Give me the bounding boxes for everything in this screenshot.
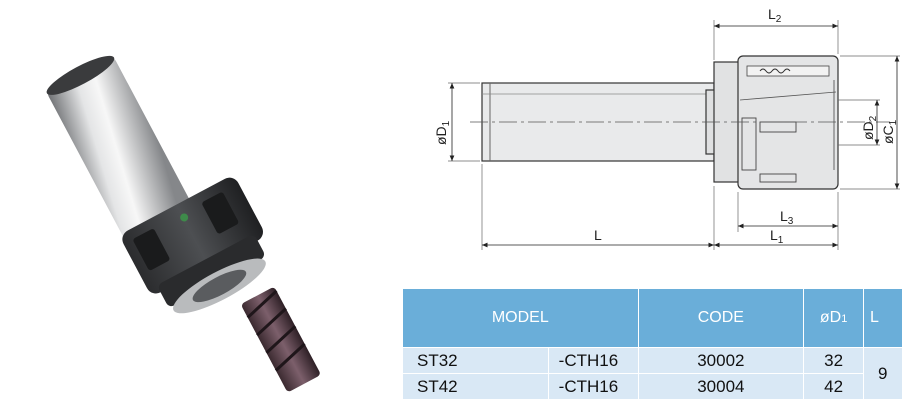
cell-suffix: -CTH16 bbox=[547, 373, 639, 400]
end-mill-cutter bbox=[242, 287, 320, 392]
cell-series: ST42 bbox=[402, 373, 549, 400]
cell-code: 30004 bbox=[637, 373, 805, 400]
cell-suffix: -CTH16 bbox=[547, 347, 639, 374]
table-header-row: MODEL CODE øD1 L bbox=[402, 288, 903, 348]
header-code: CODE bbox=[637, 288, 805, 348]
table-row: ST42 -CTH16 30004 42 bbox=[402, 373, 903, 400]
chuck-body bbox=[122, 177, 266, 314]
header-l: L bbox=[863, 288, 903, 348]
label-D1: øD1 bbox=[433, 120, 452, 145]
cell-d1: 32 bbox=[803, 347, 865, 374]
cell-series: ST32 bbox=[402, 347, 549, 374]
header-model: MODEL bbox=[402, 288, 639, 348]
technical-drawing: L2 L3 L1 L øD1 øD2 øC1 bbox=[433, 6, 900, 250]
label-L1: L1 bbox=[770, 227, 784, 246]
table-row: ST32 -CTH16 30002 32 9 bbox=[402, 347, 903, 400]
label-D2: øD2 bbox=[860, 115, 879, 140]
cell-l-merged: 9 bbox=[863, 347, 903, 400]
label-L: L bbox=[594, 227, 602, 243]
header-d1: øD1 bbox=[803, 288, 865, 348]
product-photo bbox=[46, 55, 320, 392]
label-C1: øC1 bbox=[880, 119, 899, 144]
drawing-nut bbox=[737, 55, 839, 190]
label-L2: L2 bbox=[768, 6, 782, 25]
cell-d1: 42 bbox=[803, 373, 865, 400]
spec-table: MODEL CODE øD1 L ST32 -CTH16 30002 32 9 … bbox=[402, 288, 903, 400]
label-L3: L3 bbox=[780, 208, 794, 227]
cell-code: 30002 bbox=[637, 347, 805, 374]
shank bbox=[46, 55, 201, 258]
